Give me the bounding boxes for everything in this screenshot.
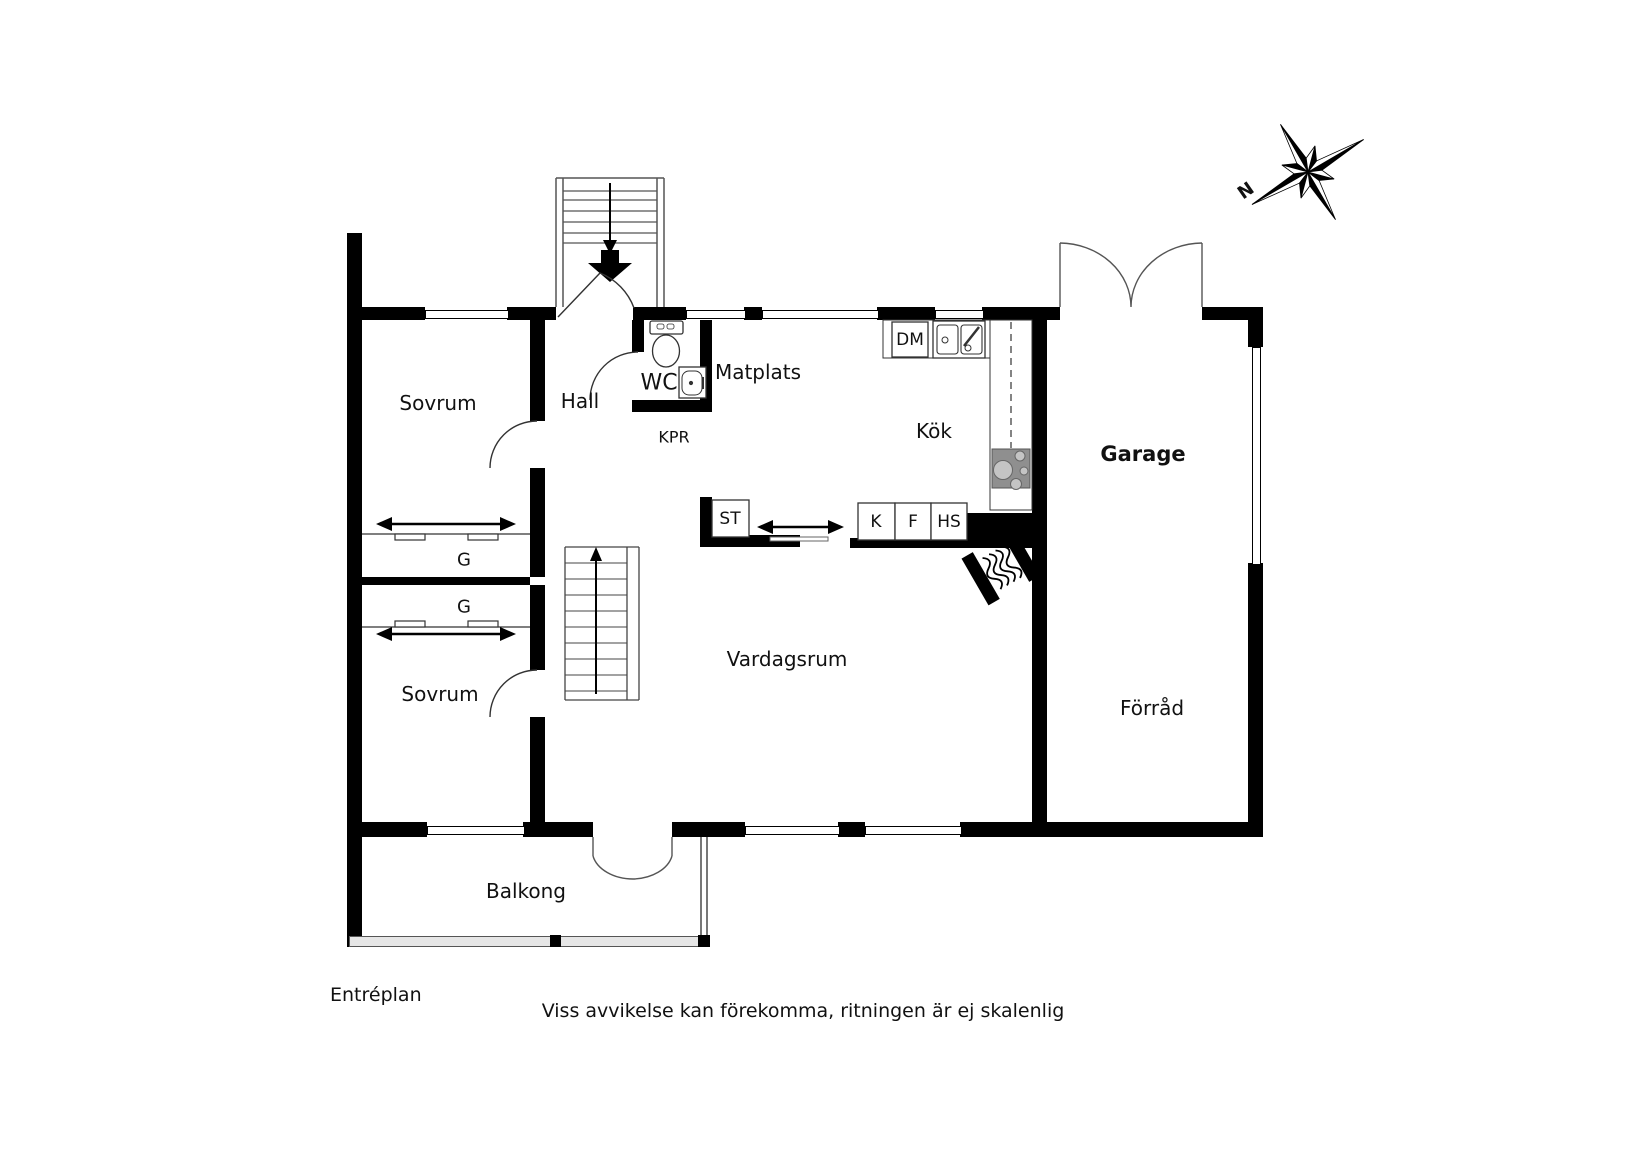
fridge-box (857, 502, 896, 541)
room-label-garage: Garage (1100, 442, 1186, 466)
wall-bottom (672, 822, 745, 837)
room-label-sovrum2: Sovrum (401, 682, 479, 706)
wall-top (982, 307, 1060, 320)
wall-left (347, 233, 362, 947)
cabinet-box (930, 502, 968, 541)
wardrobe-fronts (362, 533, 530, 628)
bedroom2-door-arc (489, 669, 538, 718)
wall-top (877, 307, 935, 320)
balcony-side-wall (700, 837, 708, 937)
interior-stairs (564, 546, 640, 701)
room-label-matplats: Matplats (714, 360, 802, 384)
wall-top (744, 307, 762, 320)
wall-wc-left (632, 320, 644, 352)
sliding-door-panel (769, 536, 829, 542)
compass-rose (1251, 124, 1364, 220)
room-label-wc: WC (640, 370, 678, 396)
fixture-label-st: ST (719, 509, 741, 529)
wall-wc-bottom (632, 400, 712, 412)
toilet (649, 320, 684, 368)
wall-right (1248, 307, 1263, 347)
room-label-balkong: Balkong (485, 879, 567, 903)
room-label-forrad: Förråd (1119, 696, 1185, 720)
wall-bottom (960, 822, 1263, 837)
kitchen-sink (932, 320, 986, 359)
fixture-label-g2: G (457, 596, 471, 618)
wall-top (347, 307, 425, 320)
fixture-label-dm: DM (896, 330, 924, 350)
wc-sink (678, 366, 707, 399)
wall-bedroom1 (530, 320, 545, 421)
sliding-door-arrow-bedroom2 (376, 627, 516, 641)
fixture-label-g1: G (457, 549, 471, 571)
sliding-door-arrow-matplats (757, 520, 844, 534)
wall-top (507, 307, 556, 320)
room-label-sovrum1: Sovrum (399, 391, 477, 415)
fixture-label-hs: HS (937, 512, 961, 532)
wc-door-arc (589, 351, 639, 401)
entry-door-arc (557, 272, 635, 318)
stove (991, 448, 1031, 490)
wall-bottom (347, 822, 427, 837)
wall-st-left (700, 497, 712, 547)
wall-bedroom2 (530, 717, 545, 822)
stairs-up-arrow (590, 547, 602, 694)
fixture-label-k: K (870, 512, 882, 532)
window-vardagsrum (865, 826, 962, 835)
bedroom1-door-arc (489, 420, 538, 469)
garage-door-arcs (1059, 242, 1203, 308)
room-label-kok: Kök (916, 419, 952, 443)
wall-bedroom-divider (362, 577, 530, 585)
kitchen-counter-side (989, 319, 1033, 511)
room-label-vardagsrum: Vardagsrum (726, 647, 848, 671)
wall-right (1248, 563, 1263, 837)
wall-top (633, 307, 686, 320)
wall-garage-left (1032, 320, 1047, 822)
room-label-kpr: KPR (658, 427, 690, 447)
cleaning-closet-box (711, 499, 750, 538)
window-matplats (762, 310, 879, 319)
wall-bottom (838, 822, 865, 837)
room-label-hall: Hall (560, 389, 600, 413)
window-vardagsrum (745, 826, 840, 835)
window-bedroom1 (425, 310, 509, 319)
wall-bottom (523, 822, 593, 837)
plan-disclaimer: Viss avvikelse kan förekomma, ritningen … (541, 1000, 1065, 1022)
dishwasher-box (891, 321, 929, 358)
wall-bedroom1 (530, 468, 545, 577)
entry-direction-arrow (603, 183, 617, 254)
balcony-door-arcs (592, 837, 673, 880)
wall-kitchen (850, 538, 965, 548)
sliding-door-arrow-bedroom1 (376, 517, 516, 531)
balcony-railing-post (698, 935, 710, 947)
window-bedroom2 (427, 826, 525, 835)
wall-bedroom2 (530, 585, 545, 670)
entry-block-arrow (588, 250, 632, 282)
window-kitchen (935, 310, 984, 319)
balcony-railing-post (550, 935, 561, 947)
window-matplats (686, 310, 746, 319)
fixture-label-f: F (908, 512, 918, 532)
window-garage (1252, 347, 1261, 565)
fireplace (961, 528, 1041, 606)
wall-top (1202, 307, 1263, 320)
plan-title: Entréplan (330, 984, 422, 1006)
